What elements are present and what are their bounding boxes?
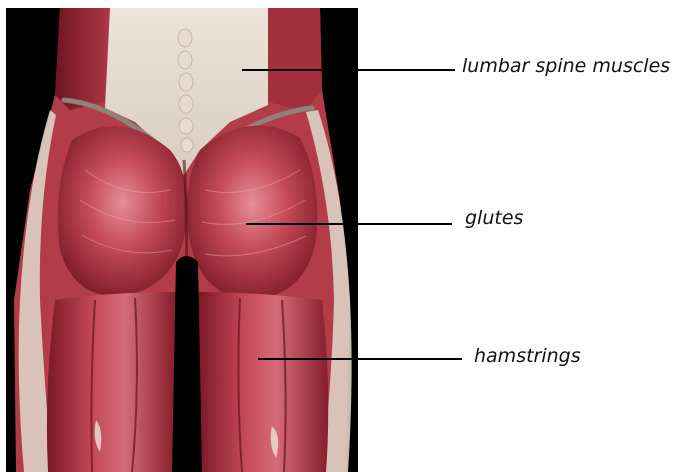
label-glutes: glutes	[465, 209, 523, 228]
right-hamstring	[198, 292, 328, 472]
right-glute	[187, 126, 317, 301]
left-glute	[58, 126, 188, 296]
thigh-gap	[172, 256, 202, 472]
body-illustration	[14, 8, 352, 472]
label-hamstrings: hamstrings	[474, 347, 581, 366]
left-hamstring	[47, 292, 176, 472]
label-lumbar-spine-muscles: lumbar spine muscles	[462, 57, 670, 76]
right-oblique	[262, 8, 322, 112]
